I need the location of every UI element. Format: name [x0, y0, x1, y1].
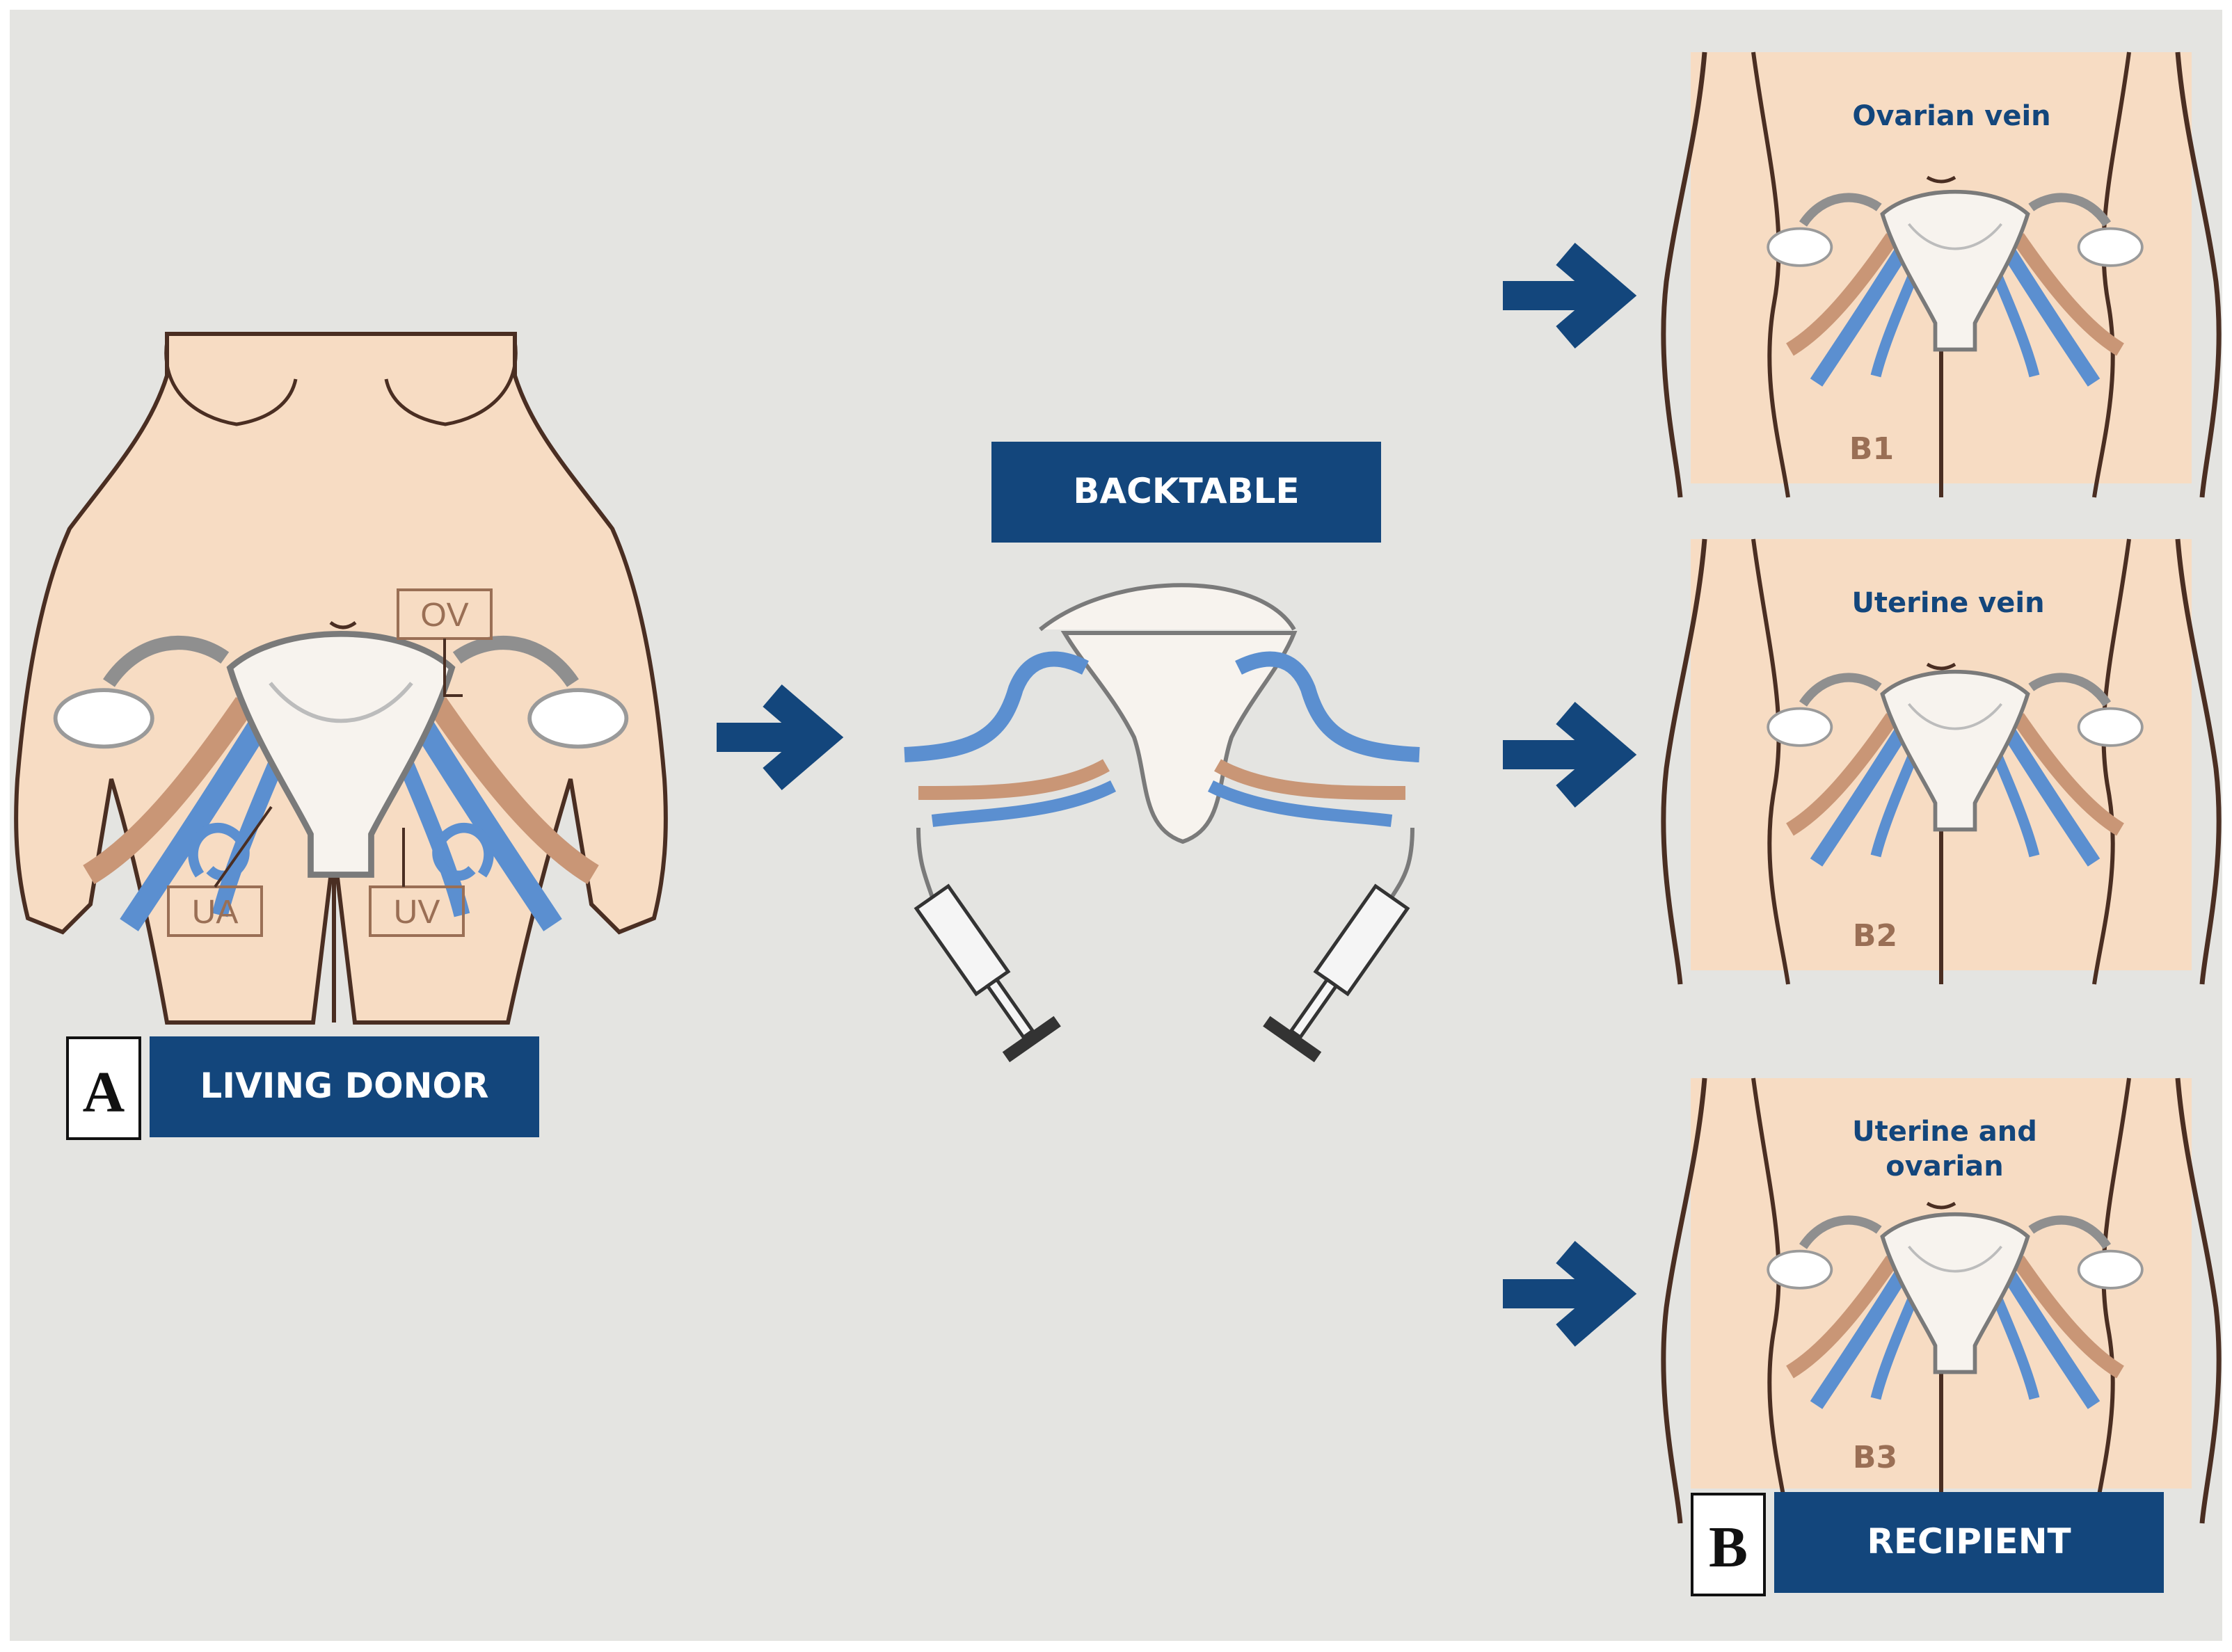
donor-uterus-icon	[56, 634, 627, 925]
panel-letter-b: B	[1691, 1493, 1766, 1596]
donor-tag-ua-label: UA	[192, 894, 239, 931]
backtable-uterus-icon	[904, 583, 1420, 899]
recipient-b1-title: Ovarian vein	[1852, 100, 2050, 132]
panel-letter-a: A	[66, 1036, 141, 1140]
donor-navel	[329, 620, 357, 629]
donor-tag-ua: UA	[167, 805, 273, 937]
backtable-banner-text: BACKTABLE	[1073, 471, 1299, 511]
recipient-b2-code: B2	[1853, 918, 1897, 954]
recipient-b3-title-line2: ovarian	[1886, 1150, 2003, 1182]
donor-torso-curves	[164, 340, 518, 426]
donor-tag-uv: UV	[369, 828, 465, 937]
recipient-b3-title-line1: Uterine and	[1852, 1116, 2037, 1148]
arrow-to-b2	[1503, 702, 1637, 808]
syringe-left-icon	[914, 883, 1061, 1063]
recipient-b1: Ovarian vein B1	[1664, 52, 2219, 497]
recipient-b3-code: B3	[1853, 1440, 1897, 1475]
donor-tag-ov: OV	[397, 588, 493, 697]
arrow-to-b1	[1503, 243, 1637, 348]
recipient-b2-title: Uterine vein	[1851, 587, 2044, 619]
living-donor-banner: LIVING DONOR	[150, 1036, 539, 1137]
donor-figure: OV UA UV A LIVING DONOR	[14, 332, 668, 1140]
backtable-banner: BACKTABLE	[991, 442, 1381, 543]
donor-tag-uv-label: UV	[394, 894, 440, 931]
panel-letter-b-text: B	[1709, 1515, 1748, 1580]
living-donor-banner-text: LIVING DONOR	[200, 1066, 489, 1106]
arrow-to-b3	[1503, 1241, 1637, 1347]
donor-tag-ov-label: OV	[420, 597, 468, 634]
backtable-section: BACKTABLE	[904, 442, 1420, 1063]
recipient-banner: RECIPIENT	[1774, 1492, 2164, 1593]
syringe-right-icon	[1263, 883, 1410, 1063]
recipient-b2: Uterine vein B2	[1664, 539, 2219, 984]
recipient-banner-text: RECIPIENT	[1867, 1521, 2071, 1562]
recipient-b1-code: B1	[1849, 431, 1894, 467]
arrow-donor-to-backtable	[717, 684, 844, 790]
panel-letter-a-text: A	[83, 1060, 125, 1125]
recipient-b3: Uterine and ovarian B3	[1664, 1078, 2219, 1523]
